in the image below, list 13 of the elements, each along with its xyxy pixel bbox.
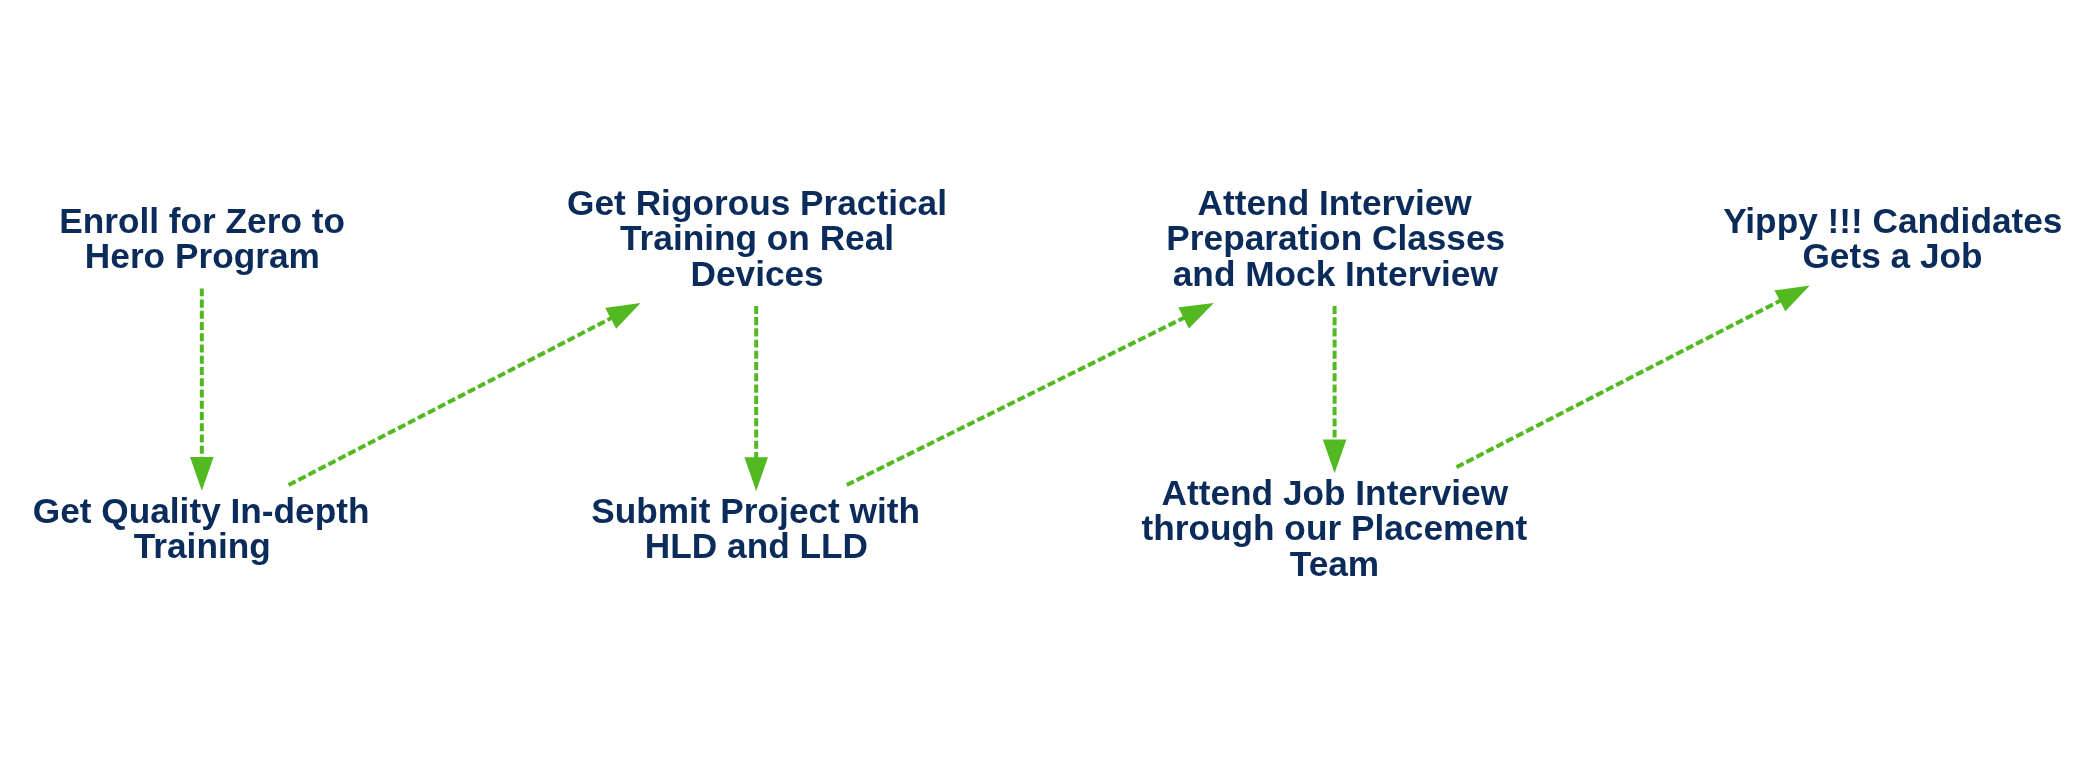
node-text: Submit Project with HLD and LLD: [591, 490, 921, 565]
arrow: [845, 302, 1214, 487]
arrow: [1322, 305, 1347, 473]
arrow: [287, 302, 641, 487]
node-text: Enroll for Zero to Hero Program: [59, 200, 346, 275]
arrow: [190, 288, 214, 491]
arrow: [744, 305, 768, 491]
node-text: Yippy !!! Candidates Gets a Job: [1723, 200, 2063, 275]
node-text: Attend Job Interview through our Placement Team: [1141, 472, 1528, 583]
node-text: Attend Interview Preparation Classes and Mock Interview: [1166, 182, 1506, 293]
node-text: Get Rigorous Practical Training on Real Devices: [567, 182, 947, 293]
node-text: Get Quality In-depth Training: [32, 490, 370, 565]
arrow: [1455, 284, 1810, 469]
